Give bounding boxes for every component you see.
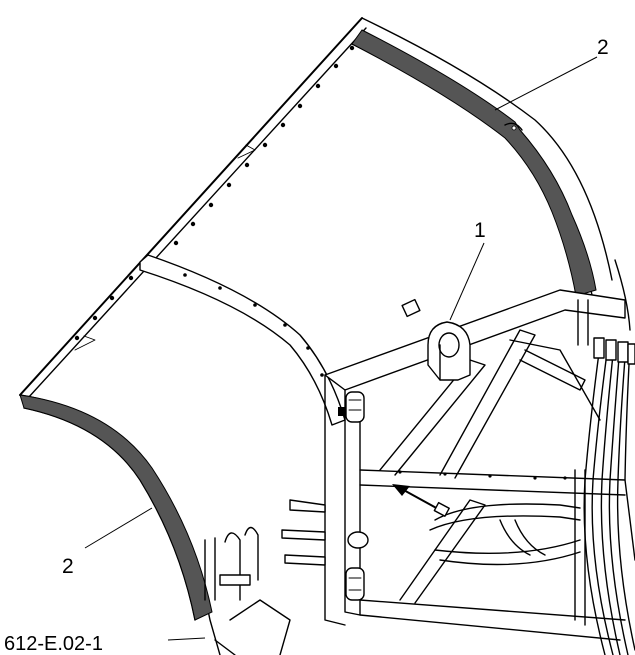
rubber-strip-lower [19, 394, 213, 621]
callout-2-upper: 2 [597, 36, 609, 59]
fig-id-leader [167, 637, 206, 641]
lower-left-parts [204, 499, 326, 655]
callout-2-lower: 2 [62, 555, 74, 578]
rivets [74, 45, 355, 377]
figure-id-label: 612-E.02-1 [4, 633, 103, 655]
hood-shell [19, 17, 613, 655]
leader-1 [449, 242, 485, 321]
hydraulic-hoses [392, 259, 635, 655]
rubber-strip-upper [351, 29, 597, 297]
leader-2-lower [84, 507, 153, 549]
leader-2-upper [494, 56, 598, 111]
main-frame [324, 289, 626, 641]
callout-1: 1 [474, 219, 486, 242]
deflector-plate [427, 321, 471, 381]
